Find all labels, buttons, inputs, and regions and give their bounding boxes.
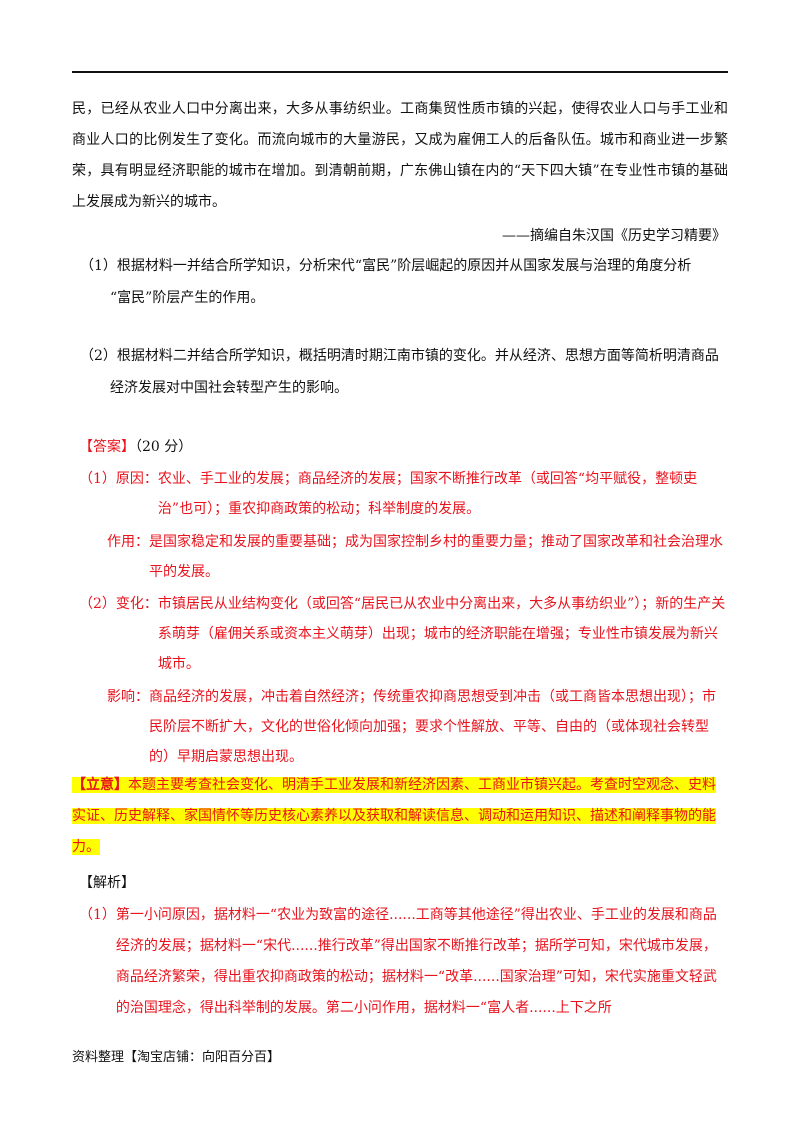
question-text: 根据材料二并结合所学知识，概括明清时期江南市镇的变化。并从经济、思想方面等简析明… [116, 348, 719, 364]
question-number: （1） [80, 258, 117, 274]
material-paragraph: 民，已经从农业人口中分离出来，大多从事纺织业。工商集贸性质市镇的兴起，使得农业人… [72, 101, 728, 210]
answer-number: （1） [79, 471, 116, 487]
effect-text: 是国家稳定和发展的重要基础；成为国家控制乡村的重要力量；推动了国家改革和社会治理… [149, 534, 723, 580]
change-text: 市镇居民从业结构变化（或回答“居民已从农业中分离出来，大多从事纺织业”）；新的生… [157, 596, 726, 672]
analysis-text: 第一小问原因，据材料一“农业为致富的途径......工商等其他途径”得出农业、手… [115, 907, 717, 1016]
question-text: 根据材料一并结合所学知识，分析宋代“富民”阶层崛起的原因并从国家发展与治理的角度… [116, 258, 692, 274]
question-text-cont: 经济发展对中国社会转型产生的影响。 [110, 380, 348, 396]
question-1: （1）根据材料一并结合所学知识，分析宋代“富民”阶层崛起的原因并从国家发展与治理… [80, 250, 720, 314]
answer-part-1: （1） 原因： 农业、手工业的发展；商品经济的发展；国家不断推行改革（或回答“均… [79, 464, 729, 587]
intent-block: 【立意】本题主要考查社会变化、明清手工业发展和新经济因素、工商业市镇兴起。考查时… [72, 770, 728, 863]
intent-text: 本题主要考查社会变化、明清手工业发展和新经济因素、工商业市镇兴起。考查时空观念、… [72, 777, 716, 855]
question-text-cont: “富民”阶层产生的作用。 [110, 290, 265, 306]
intent-label: 【立意】 [72, 777, 128, 793]
intent-highlight: 【立意】本题主要考查社会变化、明清手工业发展和新经济因素、工商业市镇兴起。考查时… [72, 777, 716, 855]
impact-text: 商品经济的发展，冲击着自然经济；传统重农抑商思想受到冲击（或工商皆本思想出现）；… [149, 689, 716, 765]
impact-label: 影响： [107, 689, 149, 705]
answer-part-2: （2） 变化： 市镇居民从业结构变化（或回答“居民已从农业中分离出来，大多从事纺… [79, 589, 729, 772]
analysis-heading: 【解析】 [79, 875, 135, 891]
answer-score: （20 分） [135, 439, 193, 455]
answer-heading: 【答案】（20 分） [79, 436, 192, 456]
analysis-number: （1） [79, 907, 116, 923]
change-label: 变化： [115, 596, 158, 612]
footer-note: 资料整理【淘宝店铺：向阳百分百】 [72, 1050, 281, 1065]
question-number: （2） [80, 348, 117, 364]
reason-label: 原因： [115, 471, 158, 487]
analysis-block: （1） 第一小问原因，据材料一“农业为致富的途径......工商等其他途径”得出… [79, 900, 727, 1024]
answer-label: 【答案】 [79, 439, 135, 455]
material-source: ——摘编自朱汉国《历史学习精要》 [502, 228, 726, 244]
answer-number: （2） [79, 596, 116, 612]
reason-text: 农业、手工业的发展；商品经济的发展；国家不断推行改革（或回答“均平赋役，整顿吏治… [157, 471, 698, 517]
effect-label: 作用： [107, 534, 149, 550]
question-2: （2）根据材料二并结合所学知识，概括明清时期江南市镇的变化。并从经济、思想方面等… [80, 340, 720, 404]
header-rule [72, 71, 728, 73]
